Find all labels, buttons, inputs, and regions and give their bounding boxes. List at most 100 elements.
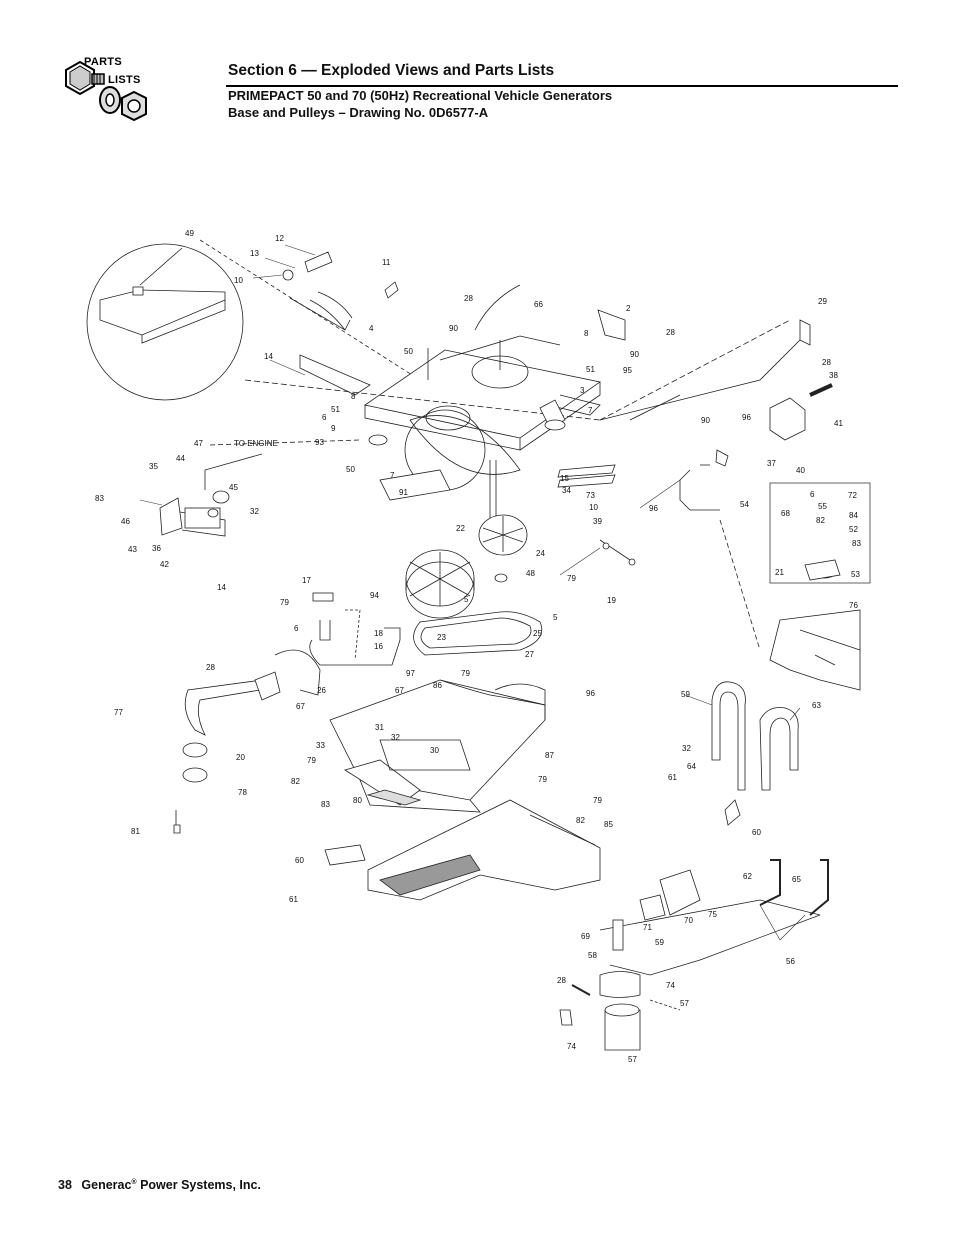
part-callout: 39 [593, 517, 602, 526]
bolt-nut-washer-icon [65, 60, 147, 122]
part-callout: 15 [560, 474, 569, 483]
part-callout: 52 [849, 525, 858, 534]
part-callout: 90 [630, 350, 639, 359]
part-callout: 6 [810, 490, 815, 499]
part-callout: 84 [849, 511, 858, 520]
part-callout: 57 [680, 999, 689, 1008]
part-callout: 18 [374, 629, 383, 638]
part-callout: 60 [752, 828, 761, 837]
part-callout: 28 [666, 328, 675, 337]
part-callout: 80 [353, 796, 362, 805]
part-callout: 5 [464, 595, 469, 604]
part-callout: 14 [217, 583, 226, 592]
part-callout: 87 [545, 751, 554, 760]
part-callout: 36 [152, 544, 161, 553]
part-callout: 28 [206, 663, 215, 672]
part-callout: 79 [593, 796, 602, 805]
part-callout: 73 [586, 491, 595, 500]
footer-company: Generac [81, 1178, 132, 1192]
part-callout: 7 [390, 471, 395, 480]
part-callout: 77 [114, 708, 123, 717]
part-callout: 23 [437, 633, 446, 642]
part-callout: 7 [588, 406, 593, 415]
part-callout: 65 [792, 875, 801, 884]
page-footer: 38 Generac® Power Systems, Inc. [58, 1178, 261, 1192]
part-callout: 82 [816, 516, 825, 525]
footer-company-rest: Power Systems, Inc. [140, 1178, 261, 1192]
part-callout: 6 [322, 413, 327, 422]
part-callout: 8 [351, 392, 356, 401]
part-callout: 51 [586, 365, 595, 374]
part-callout: 4 [369, 324, 374, 333]
part-callout: 32 [682, 744, 691, 753]
part-callout: 61 [289, 895, 298, 904]
part-callout: 59 [655, 938, 664, 947]
part-callout: 70 [684, 916, 693, 925]
part-callout: 41 [834, 419, 843, 428]
part-callout: 63 [812, 701, 821, 710]
part-callout: 34 [562, 486, 571, 495]
part-callout: 14 [264, 352, 273, 361]
part-callout: 50 [404, 347, 413, 356]
part-callout: 50 [346, 465, 355, 474]
part-callout: 94 [370, 591, 379, 600]
part-callout: 16 [374, 642, 383, 651]
part-callout: 11 [382, 258, 391, 267]
part-callout: 56 [786, 957, 795, 966]
part-callout: 69 [581, 932, 590, 941]
part-callout: 67 [296, 702, 305, 711]
part-callout: 71 [643, 923, 652, 932]
part-callout: 3 [580, 386, 585, 395]
part-callout: 48 [526, 569, 535, 578]
part-callout: 79 [307, 756, 316, 765]
part-callout: 78 [238, 788, 247, 797]
part-callout: 59 [681, 690, 690, 699]
part-callout: 19 [607, 596, 616, 605]
part-callout: 72 [848, 491, 857, 500]
part-callout: 45 [229, 483, 238, 492]
part-callout: 46 [121, 517, 130, 526]
part-callout: 74 [666, 981, 675, 990]
detail-circle [86, 243, 244, 401]
part-callout: 54 [740, 500, 749, 509]
part-callout: 86 [433, 681, 442, 690]
part-callout: 33 [316, 741, 325, 750]
part-callout: 47 [194, 439, 203, 448]
part-callout: 28 [464, 294, 473, 303]
part-callout: 64 [687, 762, 696, 771]
part-callout: 74 [567, 1042, 576, 1051]
part-callout: 83 [95, 494, 104, 503]
logo-text-parts: PARTS [84, 56, 122, 68]
part-callout: 24 [536, 549, 545, 558]
part-callout: 93 [315, 438, 324, 447]
part-callout: 96 [742, 413, 751, 422]
part-callout: 76 [849, 601, 858, 610]
part-callout: 21 [775, 568, 784, 577]
part-callout: 29 [818, 297, 827, 306]
part-callout: 95 [623, 366, 632, 375]
part-callout: 26 [317, 686, 326, 695]
part-callout: 91 [399, 488, 408, 497]
part-callout: 37 [767, 459, 776, 468]
part-callout: 12 [275, 234, 284, 243]
part-callout: 49 [185, 229, 194, 238]
part-callout: 58 [588, 951, 597, 960]
part-callout: 32 [250, 507, 259, 516]
part-callout: 68 [781, 509, 790, 518]
part-callout: 90 [701, 416, 710, 425]
part-callout: 81 [131, 827, 140, 836]
parts-lists-logo: PARTS LISTS [58, 52, 168, 132]
part-callout: 30 [430, 746, 439, 755]
part-callout: 35 [149, 462, 158, 471]
part-callout: 42 [160, 560, 169, 569]
part-callout: 79 [280, 598, 289, 607]
part-callout: 28 [557, 976, 566, 985]
part-callout: 6 [294, 624, 299, 633]
part-callout: 82 [291, 777, 300, 786]
logo-text-lists: LISTS [108, 74, 141, 86]
part-callout: 25 [533, 629, 542, 638]
part-callout: 22 [456, 524, 465, 533]
part-callout: 82 [576, 816, 585, 825]
part-callout: 62 [743, 872, 752, 881]
